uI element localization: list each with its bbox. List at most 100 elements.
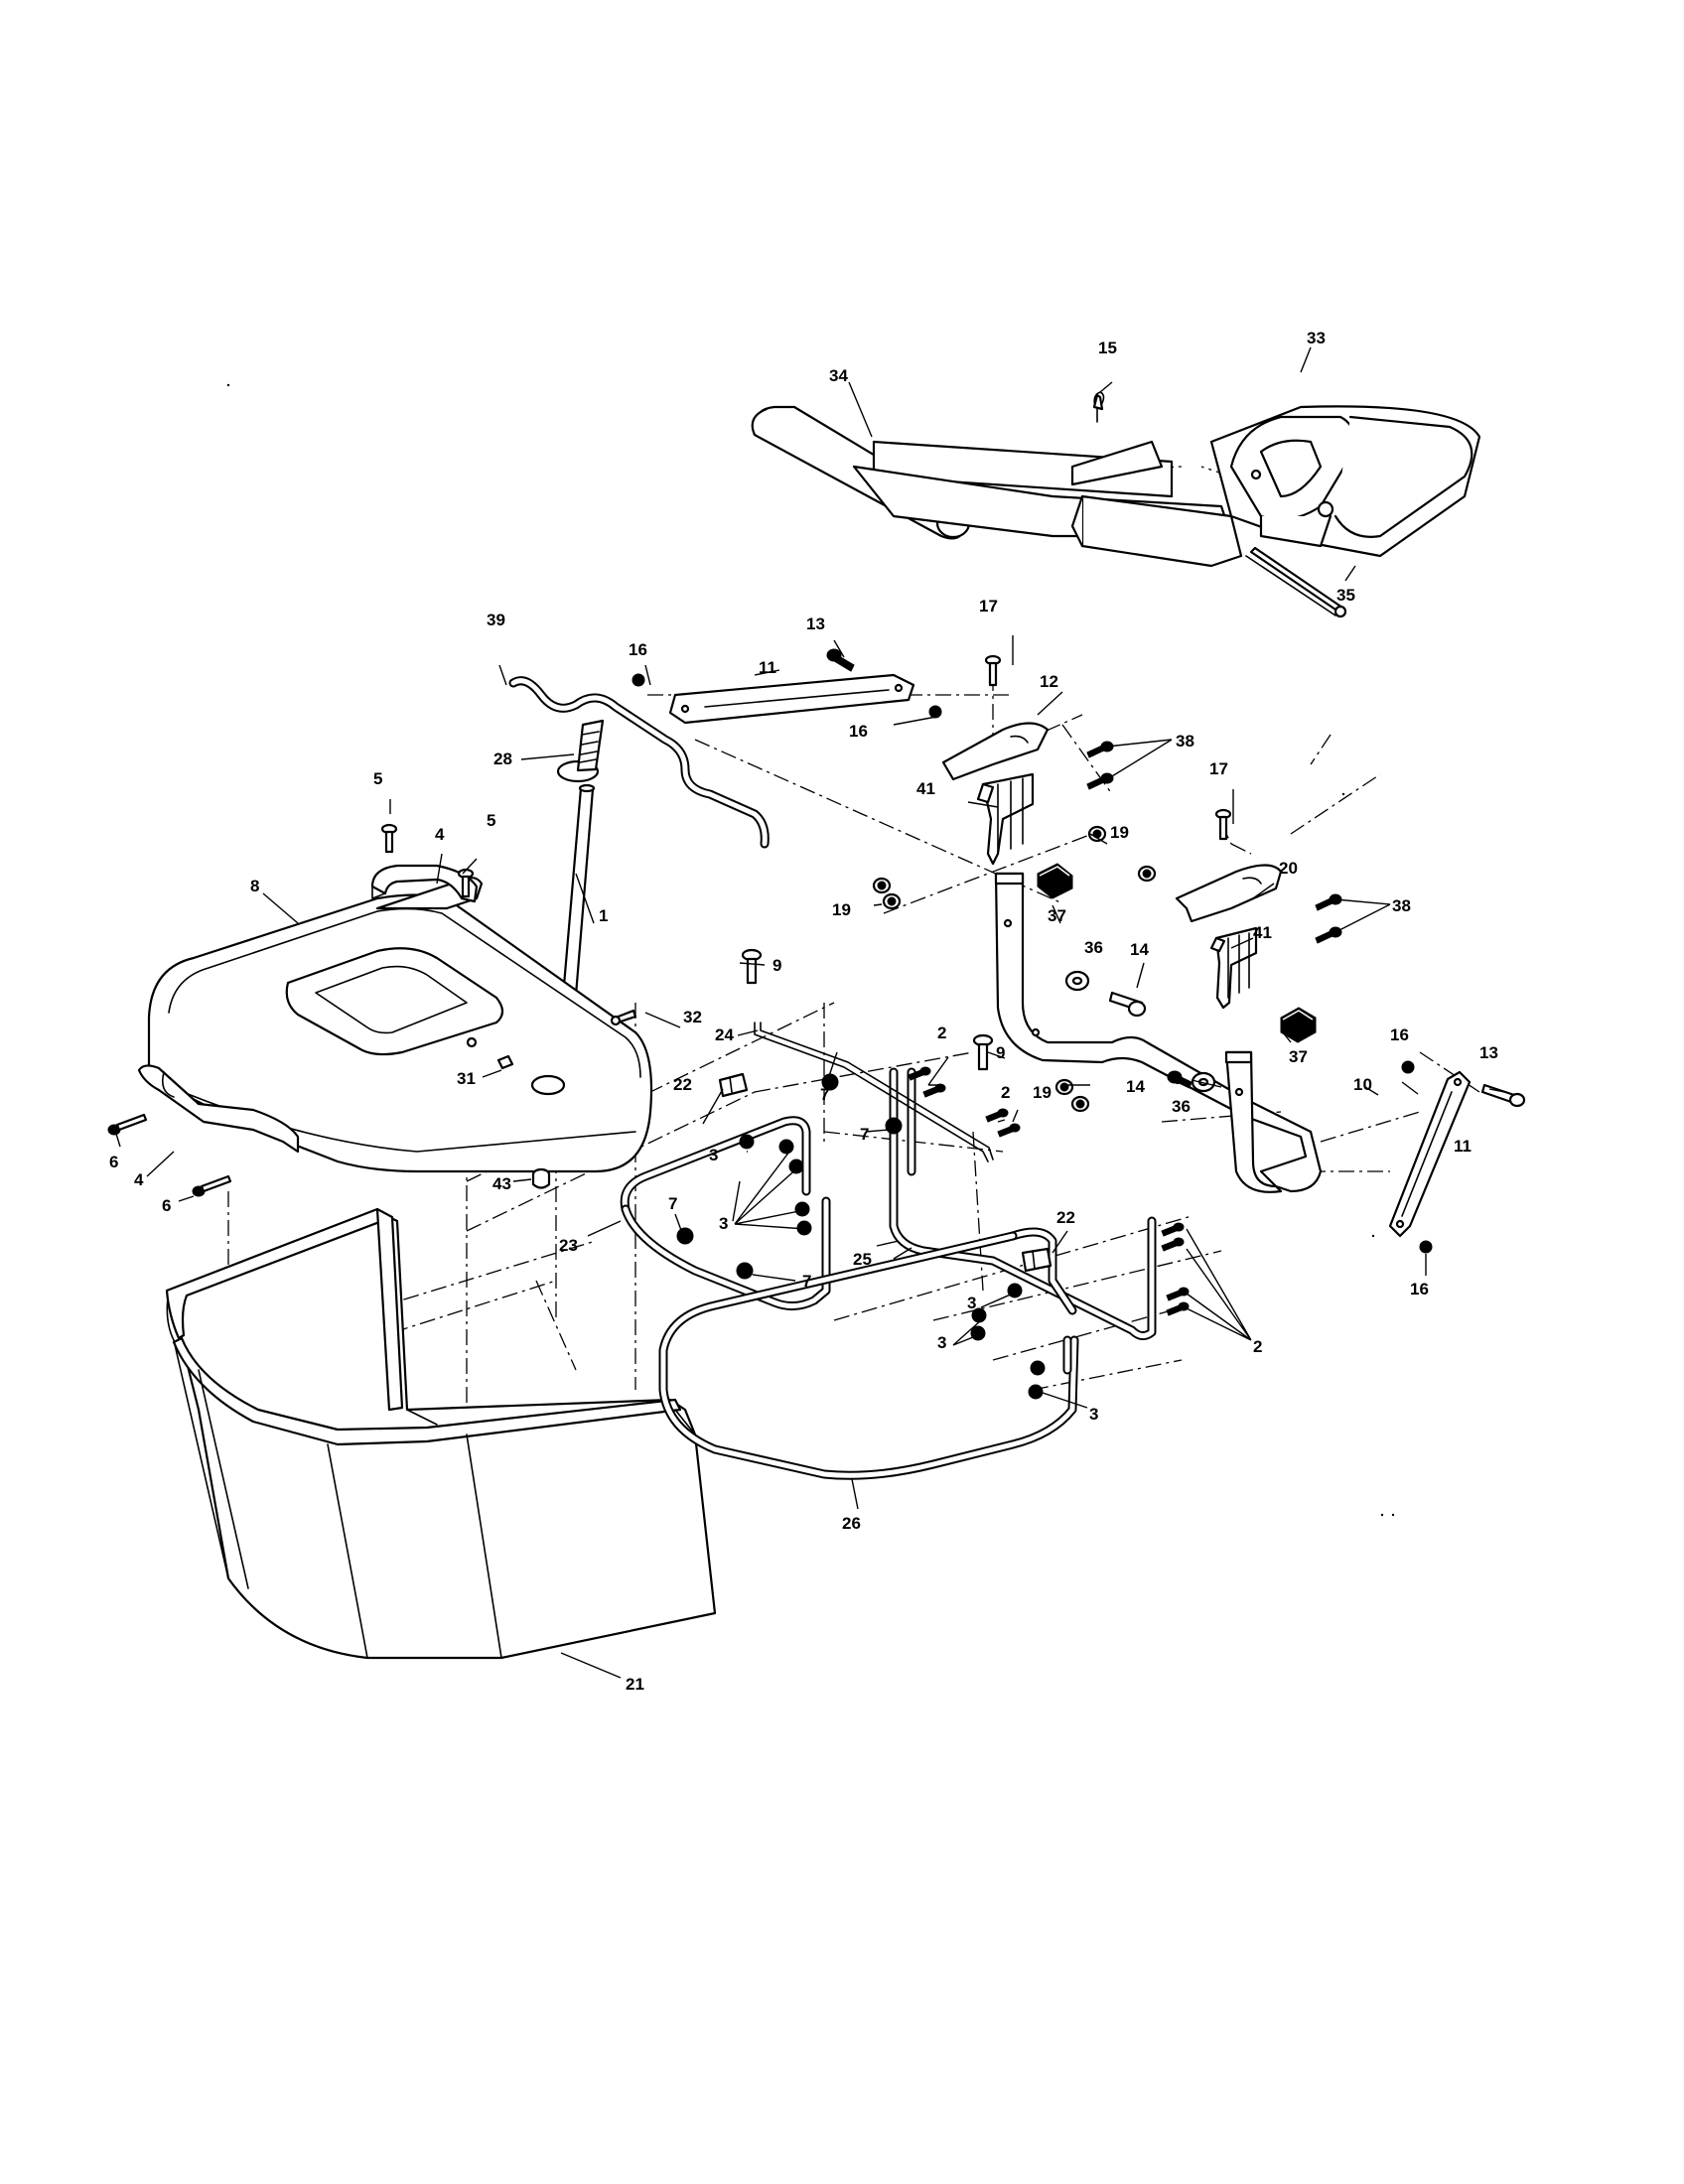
callout-37: 37 [1289,1047,1308,1066]
bolt-13-top [826,648,855,672]
callout-16: 16 [1410,1280,1429,1298]
callout-19: 19 [1110,823,1129,842]
callout-8: 8 [250,877,259,895]
callout-16: 16 [629,640,647,659]
callout-31: 31 [457,1069,476,1088]
callout-36: 36 [1084,938,1103,957]
callout-16: 16 [1390,1025,1409,1044]
callout-17: 17 [1209,759,1228,778]
hitch-assembly [751,391,1481,618]
callout-36: 36 [1172,1097,1191,1116]
frame-10 [994,872,1323,1193]
callout-3: 3 [719,1214,728,1233]
callout-21: 21 [626,1675,644,1694]
callout-41: 41 [916,779,935,798]
callout-11: 11 [759,658,776,677]
bolt-17-right [1214,808,1232,841]
screws-2-right [1161,1222,1190,1316]
bolt-14-lower [1167,1070,1193,1089]
scan-speckles [226,383,1395,1517]
alignment-lines [227,466,1480,1529]
pad-37-left [1037,863,1073,899]
callout-39: 39 [487,611,505,629]
frame-23 [620,1116,831,1310]
screws-2-top [908,1066,946,1098]
callout-19: 19 [832,900,851,919]
leader-lines [115,346,1505,1679]
bolt-5-left [380,823,398,854]
callout-14: 14 [1126,1077,1145,1096]
bracket-41-left [976,772,1035,866]
latch-22-left [718,1072,749,1098]
pad-37-right [1280,1007,1317,1043]
bracket-41-right [1209,926,1258,1010]
callout-9: 9 [772,956,781,975]
callout-7: 7 [802,1272,811,1291]
strap-11-top [668,673,915,725]
callout-10: 10 [1353,1075,1372,1094]
callout-19: 19 [1033,1083,1052,1102]
callout-7: 7 [860,1125,869,1144]
bagger-lid [147,877,653,1173]
callout-20: 20 [1279,859,1298,878]
callout-5: 5 [487,811,495,830]
callout-35: 35 [1336,586,1355,605]
bolt-9-left [741,948,763,985]
callout-3: 3 [709,1146,718,1164]
callout-4: 4 [134,1170,144,1189]
handle-4-side [137,1064,300,1154]
callout-33: 33 [1307,329,1326,347]
callout-12: 12 [1040,672,1058,691]
callout-43: 43 [492,1174,511,1193]
bolt-6-lower [192,1174,232,1197]
callout-3: 3 [967,1294,976,1312]
callout-25: 25 [853,1250,872,1269]
bolt-13-right [1480,1083,1526,1108]
callout-9: 9 [996,1043,1005,1062]
callout-13: 13 [1479,1043,1498,1062]
handle-4-top [370,864,479,903]
callout-2: 2 [937,1024,946,1042]
frame-25 [889,1067,1157,1340]
callout-22: 22 [1056,1208,1075,1227]
callout-3: 3 [937,1333,946,1352]
callout-7: 7 [820,1085,829,1104]
washer-36-lower [1191,1071,1216,1093]
callout-23: 23 [559,1236,578,1255]
callout-22: 22 [673,1075,692,1094]
pin-31 [496,1054,514,1070]
callout-26: 26 [842,1514,861,1533]
callout-38: 38 [1392,896,1411,915]
bumper-43 [531,1167,551,1189]
callout-2: 2 [1001,1083,1010,1102]
callout-15: 15 [1098,339,1117,357]
bag [165,1207,717,1660]
bolts-38-left [1086,741,1114,790]
bolts-38-right [1315,893,1342,944]
callout-3: 3 [1089,1405,1098,1424]
latch-22-right [1021,1247,1052,1273]
callout-6: 6 [109,1153,118,1171]
strap-11-right [1388,1070,1472,1238]
callout-24: 24 [715,1025,734,1044]
callout-13: 13 [806,614,825,633]
callout-2: 2 [1253,1337,1262,1356]
callout-37: 37 [1048,906,1066,925]
callout-38: 38 [1176,732,1194,751]
screws-2-mid [985,1108,1021,1138]
handle-39 [508,676,770,849]
callout-34: 34 [829,366,848,385]
callout-32: 32 [683,1008,702,1026]
rod-24 [754,1022,994,1162]
callout-17: 17 [979,597,998,615]
frame-26 [658,1227,1079,1480]
bracket-12 [941,722,1050,781]
bolt-5-right [457,868,475,898]
callout-5: 5 [373,769,382,788]
bolt-6-upper [107,1113,148,1136]
callout-1: 1 [599,906,608,925]
callout-16: 16 [849,722,868,741]
washer-36-upper [1064,970,1090,992]
callout-7: 7 [668,1194,677,1213]
